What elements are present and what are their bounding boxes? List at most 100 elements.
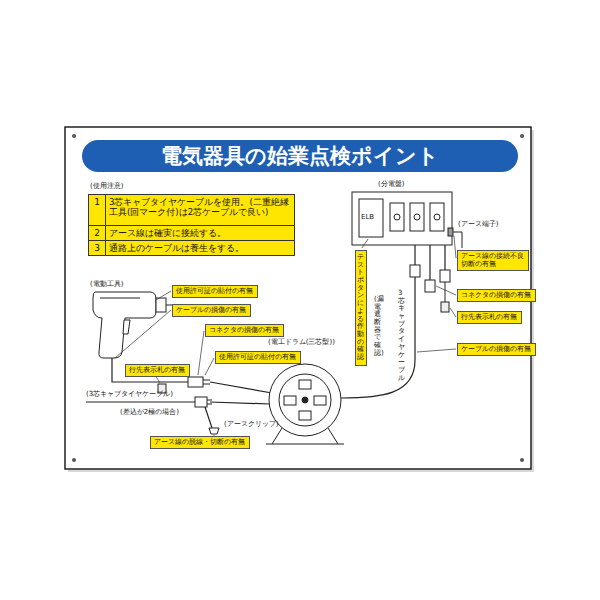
- part-name: (アースクリップ): [224, 420, 278, 428]
- callout-text: テストボタンによる作動の確認: [357, 254, 364, 362]
- sign-board: [65, 127, 531, 469]
- callout-text: 行先表示札の有無: [129, 366, 186, 374]
- section-heading: (使用注意): [90, 182, 123, 190]
- plugs: [203, 380, 210, 381]
- cord-reel: [272, 428, 282, 444]
- plugs: [207, 404, 212, 405]
- callout-box: 使用許可証の貼付の有無: [172, 285, 258, 298]
- note-text: (差込が2極の場合): [120, 408, 179, 416]
- leader-lines: [115, 236, 456, 436]
- sign-board: [82, 140, 518, 172]
- part-name: (電動工具): [90, 280, 123, 288]
- callout-box: ケーブルの損傷の有無: [457, 343, 536, 356]
- plugs: [440, 270, 450, 282]
- callout-box: ケーブルの損傷の有無: [172, 304, 251, 317]
- cables: [429, 245, 430, 280]
- cord-reel: [299, 411, 311, 420]
- leader-lines: [450, 308, 456, 317]
- callout-text: コネクタの損傷の有無: [461, 291, 532, 299]
- callout-text: コネクタの損傷の有無: [209, 326, 280, 334]
- callout-box: コネクタの損傷の有無: [457, 289, 536, 302]
- cord-reel: [302, 397, 308, 403]
- callout-text: アース線の脱線・切断の有無: [154, 438, 246, 446]
- table-cell: 2: [88, 225, 106, 241]
- table-cell: 3: [88, 240, 106, 256]
- cord-reel: [314, 396, 326, 405]
- callout-box: 行先表示札の有無: [125, 364, 190, 377]
- plugs: [188, 377, 203, 387]
- callout-text: ケーブルの損傷の有無: [461, 345, 532, 353]
- distribution-panel: [430, 203, 444, 231]
- cord-reel: [328, 428, 338, 444]
- leader-lines: [205, 358, 214, 375]
- cord-reel: [299, 380, 311, 389]
- cables: [210, 382, 272, 393]
- leader-lines: [454, 236, 456, 258]
- title-text: 電気器具の始業点検ポイント: [161, 142, 439, 170]
- callout-text: ケーブルの損傷の有無: [176, 306, 247, 314]
- cord-reel: [279, 374, 331, 426]
- power-drill: [123, 320, 130, 334]
- sign-board: [72, 458, 76, 462]
- callout-box: テストボタンによる作動の確認: [355, 250, 367, 366]
- distribution-panel: [352, 192, 452, 245]
- cables: [341, 277, 415, 398]
- plugs: [209, 428, 219, 434]
- part-name: (3芯キャブタイヤケーブル): [86, 390, 173, 398]
- part-name: (アース端子): [458, 220, 498, 228]
- plugs: [207, 400, 212, 401]
- leader-lines: [198, 331, 204, 375]
- cord-reel: [269, 364, 341, 436]
- plugs: [441, 302, 449, 312]
- part-name: 3芯キャブタイヤケーブル: [398, 290, 405, 382]
- cables: [414, 245, 415, 265]
- sign-board: [520, 458, 524, 462]
- callout-box: コネクタの損傷の有無: [205, 324, 284, 337]
- distribution-panel: [390, 203, 404, 231]
- callout-box: アース線の接続不良 切断の有無: [457, 250, 529, 271]
- distribution-panel: [448, 228, 453, 236]
- distribution-panel: [414, 214, 420, 220]
- callout-box: 行先表示札の有無: [457, 311, 522, 324]
- part-name: ELB: [361, 213, 374, 221]
- callout-box: アース線の脱線・切断の有無: [150, 436, 250, 449]
- distribution-panel: [394, 214, 400, 220]
- table-cell: アース線は確実に接続する。: [105, 225, 295, 241]
- table-cell: 1: [88, 194, 106, 226]
- cables: [86, 401, 195, 402]
- power-drill: [93, 292, 186, 358]
- distribution-panel: [359, 199, 383, 237]
- table-cell: 3芯キャブタイヤケーブルを使用。(二重絶縁工具(回マーク付)は2芯ケーブルで良い…: [105, 194, 295, 226]
- title-band: 電気器具の始業点検ポイント: [82, 140, 518, 172]
- callout-text: 使用許可証の貼付の有無: [176, 287, 254, 295]
- callout-text: アース線の接続不良 切断の有無: [461, 252, 525, 269]
- plugs: [425, 280, 435, 292]
- leader-lines: [436, 286, 456, 295]
- leader-lines: [417, 349, 456, 352]
- part-name: (電工ドラム(三芯型)): [268, 338, 335, 346]
- leader-lines: [362, 239, 368, 248]
- cables: [210, 402, 270, 404]
- callout-text: 使用許可証の貼付の有無: [219, 353, 297, 361]
- table-cell: 通路上のケーブルは養生をする。: [105, 240, 295, 256]
- distribution-panel: [410, 203, 424, 231]
- power-drill: [93, 292, 156, 358]
- distribution-panel: [352, 192, 453, 245]
- cables: [444, 245, 445, 270]
- part-name: (分電盤): [378, 180, 404, 188]
- cables: [205, 407, 212, 428]
- note-text: (漏電遮断器で確認): [374, 296, 381, 358]
- distribution-panel: [434, 214, 440, 220]
- plugs: [445, 282, 446, 302]
- plugs: [195, 397, 207, 407]
- cord-reel: [266, 364, 344, 444]
- sign-board: [72, 134, 76, 138]
- cables: [112, 358, 188, 382]
- callout-box: 使用許可証の貼付の有無: [215, 351, 301, 364]
- power-drill: [100, 298, 140, 299]
- leader-lines: [156, 291, 171, 300]
- cord-reel: [266, 444, 344, 445]
- sign-board: [520, 134, 524, 138]
- callout-text: 行先表示札の有無: [461, 313, 518, 321]
